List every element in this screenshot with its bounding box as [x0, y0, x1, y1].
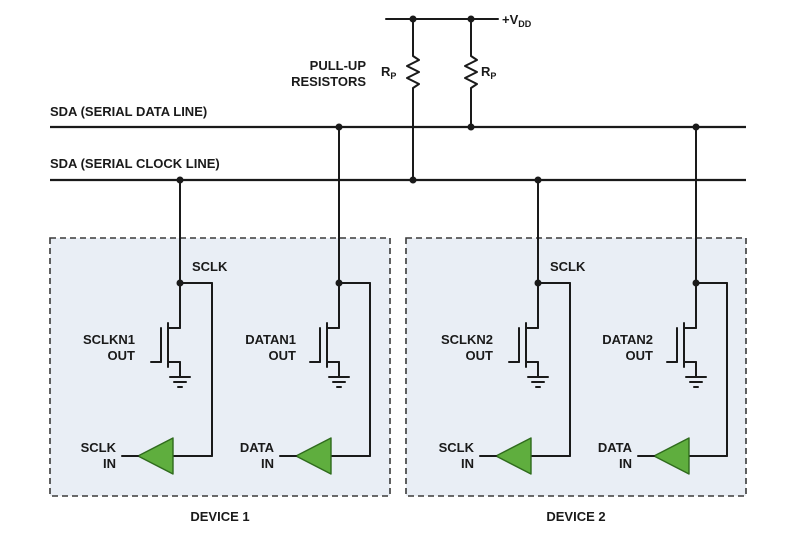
device-2-clk-out-label-2: OUT — [466, 348, 494, 363]
pullup-label-line2: RESISTORS — [291, 74, 366, 89]
device-1-data-transistor — [309, 282, 350, 388]
scl-pullup-junction — [409, 176, 417, 184]
device-1-label: DEVICE 1 — [190, 509, 249, 524]
device-1-data-in-buffer — [295, 437, 332, 475]
device-1-data-out-label-2: OUT — [269, 348, 297, 363]
device-2-data-out-label-1: DATAN2 — [602, 332, 653, 347]
device-2-clk-in-label-2: IN — [461, 456, 474, 471]
vdd-junction-2 — [467, 15, 475, 23]
device-1-data-out-label-1: DATAN1 — [245, 332, 296, 347]
device-1-clk-in-label-1: SCLK — [81, 440, 117, 455]
device-2-data-transistor — [666, 282, 707, 388]
device-1-clk-out-label-1: SCLKN1 — [83, 332, 135, 347]
device-2-clk-out-label-1: SCLKN2 — [441, 332, 493, 347]
device-2-clk-in-buffer — [495, 437, 532, 475]
pullup-resistor-1 — [406, 18, 420, 181]
device-1-clk-transistor — [150, 282, 191, 388]
device-2-data-in-buffer — [653, 437, 690, 475]
sda-pullup-junction — [467, 123, 475, 131]
device-2-data-in-label-2: IN — [619, 456, 632, 471]
device-2-label: DEVICE 2 — [546, 509, 605, 524]
vdd-label: +VDD — [502, 12, 532, 29]
vdd-junction-1 — [409, 15, 417, 23]
pullup-label-line1: PULL-UP — [310, 58, 367, 73]
device-1-scl-tap — [176, 176, 184, 184]
device-2-data-out-label-2: OUT — [626, 348, 654, 363]
device-1-data-in-label-1: DATA — [240, 440, 275, 455]
device-2-scl-tap — [534, 176, 542, 184]
device-2-data-in-label-1: DATA — [598, 440, 633, 455]
device-1: SCLK SCLKN1 OUT SCLK IN — [81, 123, 371, 524]
device-2-sclk-label: SCLK — [550, 259, 586, 274]
device-1-sclk-label: SCLK — [192, 259, 228, 274]
rp-label-2: RP — [481, 64, 496, 81]
pullup-resistor-2 — [464, 18, 478, 128]
scl-bus-label: SDA (SERIAL CLOCK LINE) — [50, 156, 220, 171]
device-1-clk-in-buffer — [137, 437, 174, 475]
device-2: SCLK SCLKN2 OUT SCLK IN — [439, 123, 728, 524]
device-1-box — [49, 237, 391, 497]
rp-label-1: RP — [381, 64, 396, 81]
device-2-sda-tap — [692, 123, 700, 131]
device-2-clk-transistor — [508, 282, 549, 388]
sda-bus-label: SDA (SERIAL DATA LINE) — [50, 104, 207, 119]
device-1-clk-out-label-2: OUT — [108, 348, 136, 363]
device-1-sda-tap — [335, 123, 343, 131]
device-2-clk-in-label-1: SCLK — [439, 440, 475, 455]
device-1-clk-in-label-2: IN — [103, 456, 116, 471]
device-1-data-in-label-2: IN — [261, 456, 274, 471]
